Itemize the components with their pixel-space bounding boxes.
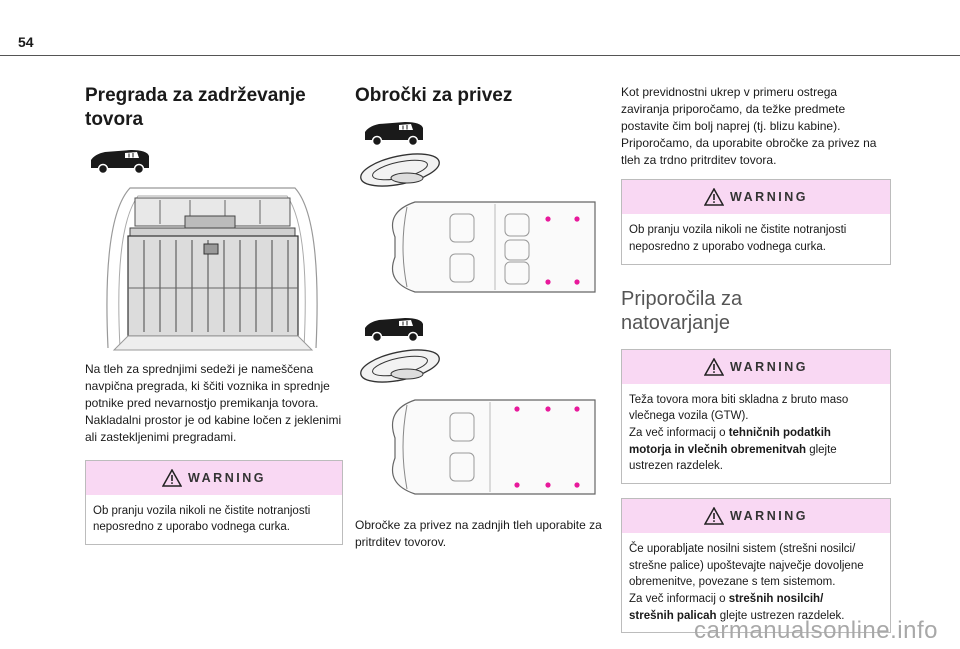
precaution-text-line: zaviranja priporočamo, da težke predmete [621,102,846,117]
rings-description: Obročke za privez na zadnjih tleh uporab… [355,517,607,551]
tie-down-ring-icon [360,349,440,383]
warning-box-washing-col1: WARNING Ob pranju vozila nikoli ne čisti… [85,459,343,545]
warning-triangle-icon [704,506,725,525]
warning-text-line: Za več informacij o [629,426,729,439]
cross-reference-text: motorja in vlečnih obremenitvah [629,443,807,456]
warning-header: WARNING [622,349,890,384]
warning-title: WARNING [730,508,808,523]
partition-description: Na tleh za sprednjimi sedeži je nameščen… [85,361,343,446]
precaution-text-line: Priporočamo, da uporabite obročke za pri… [621,136,877,151]
warning-header: WARNING [622,498,890,533]
section-title-rings: Obročki za privez [355,85,513,106]
warning-box-roof-rack: WARNING Če uporabljate nosilni sistem (s… [621,497,891,634]
rings-text-line: pritrditev tovorov. [355,534,447,549]
warning-text-line: glejte [806,443,837,456]
column-load-partition: Pregrada za zadrževanje tovora Na [85,70,343,545]
van-silhouette-icon [365,121,423,146]
warning-text-line: Za več informacij o [629,592,729,605]
warning-body: Ob pranju vozila nikoli ne čistite notra… [86,495,342,544]
precaution-text-line: postavite čim bolj naprej (tj. blizu kab… [621,119,841,134]
precaution-text-line: Kot previdnostni ukrep v primeru ostrega [621,85,838,99]
van-silhouette-icon [91,149,149,174]
warning-text-line: glejte ustrezen razdelek. [716,609,845,622]
rings-text-line: Obročke za privez na zadnjih tleh uporab… [355,517,602,532]
warning-title: WARNING [730,190,808,205]
precaution-text-line: tleh za trdno pritrditev tovora. [621,153,777,168]
partition-text-line: ali zastekljenimi pregradami. [85,429,237,444]
warning-triangle-icon [162,468,183,487]
section-title-loading: Priporočila za natovarjanje [621,287,891,335]
warning-box-washing-col3: WARNING Ob pranju vozila nikoli ne čisti… [621,179,891,265]
tie-down-layout-diagram-short [360,153,596,293]
warning-title: WARNING [730,359,808,374]
warning-text-line: Če uporabljate nosilni sistem (strešni n… [629,542,856,555]
warning-text-line: Teža tovora mora biti skladna z bruto ma… [629,393,849,406]
column-loading-recommendations: Kot previdnostni ukrep v primeru ostrega… [621,84,891,634]
warning-triangle-icon [704,188,725,206]
precaution-text: Kot previdnostni ukrep v primeru ostrega… [621,84,891,169]
warning-text-line: Ob pranju vozila nikoli ne čistite notra… [629,224,847,237]
warning-triangle-icon [704,357,725,376]
partition-text-line: navpična pregrada, ki ščiti voznika in s… [85,378,330,393]
header-rule [0,55,960,56]
warning-text-line: Ob pranju vozila nikoli ne čistite notra… [93,504,311,517]
partition-text-line: Nakladalni prostor je od kabine ločen z … [85,412,342,427]
section-title-line: Priporočila za [621,287,743,310]
warning-text-line: neposredno z uporabo vodnega curka. [629,240,826,253]
cross-reference-text: tehničnih podatkih [728,426,831,439]
warning-header: WARNING [622,180,890,215]
section-title-line: natovarjanje [621,311,730,334]
warning-header: WARNING [86,460,342,495]
warning-text-line: ustrezen razdelek. [629,460,723,473]
section-title-partition: Pregrada za zadrževanje tovora [85,85,306,130]
warning-title: WARNING [188,470,266,485]
partition-text-line: potnike pred nevarnostjo premikanja tovo… [85,395,319,410]
warning-box-gtw: WARNING Teža tovora mora biti skladna z … [621,348,891,484]
warning-body: Če uporabljate nosilni sistem (strešni n… [622,533,890,632]
tie-down-ring-icon [360,153,440,187]
warning-text-line: vlečnega vozila (GTW). [629,410,749,423]
watermark-text: carmanualsonline.info [694,617,938,644]
warning-text-line: strešne palice) upoštevajte največje dov… [629,559,864,572]
warning-text-line: obremenitve, povezane s tem sistemom. [629,576,836,589]
tie-down-layout-diagram-long [360,349,596,495]
van-silhouette-icon [365,317,423,342]
warning-body: Ob pranju vozila nikoli ne čistite notra… [622,214,890,263]
cargo-partition-illustration [106,186,318,350]
partition-text-line: Na tleh za sprednjimi sedeži je nameščen… [85,361,314,376]
cross-reference-text: strešnih nosilcih/ [728,592,824,605]
cross-reference-text: strešnih palicah [629,609,717,622]
column-tie-down-rings: Obročki za privez [355,70,607,551]
warning-text-line: neposredno z uporabo vodnega curka. [93,521,290,534]
warning-body: Teža tovora mora biti skladna z bruto ma… [622,384,890,483]
page-number: 54 [18,34,34,50]
